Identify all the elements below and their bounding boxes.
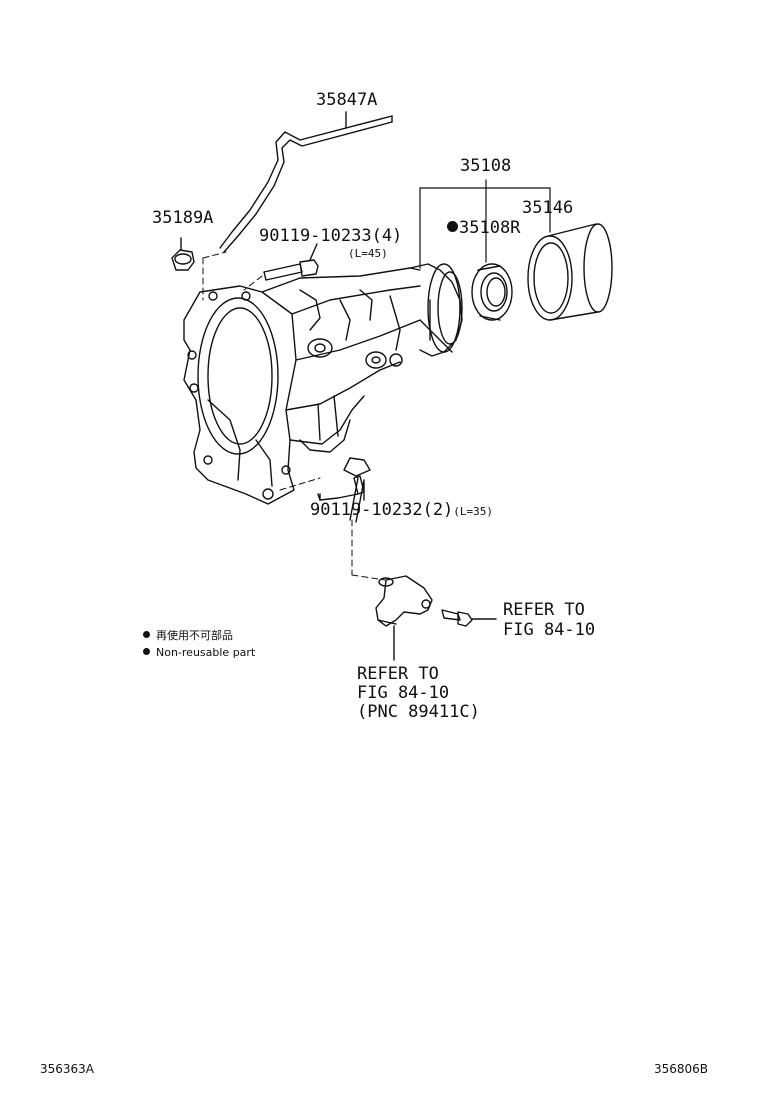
refer-bottom-line2: FIG 84-10 [357,683,450,703]
footer-right-code: 356806B [654,1062,709,1076]
label-bolt-upper-length: (L=45) [348,247,388,260]
dust-deflector-drawing [527,223,613,321]
label-35108: 35108 [460,156,512,176]
refer-right-line2: FIG 84-10 [503,620,596,640]
label-bolt-lower-length: (L=35) [453,505,494,518]
label-35108R: 35108R [459,218,521,238]
part-35108-bracket [419,179,551,269]
plug-drawing [171,249,195,271]
refer-right-line1: REFER TO [503,600,585,620]
label-bolt-lower: 90119-10232(2)(L=35) [310,502,493,519]
label-bolt-lower-number: 90119-10232(2) [310,500,454,520]
label-oil-seal: 35108R [447,220,520,237]
non-reusable-marker-icon [447,221,458,232]
legend-jp: 再使用不可部品 [143,630,233,641]
label-35189A: 35189A [152,208,214,228]
legend-en: Non-reusable part [143,647,255,658]
label-bolt-upper: 90119-10233(4) [259,226,403,246]
legend-en-text: Non-reusable part [156,646,256,659]
label-35847A: 35847A [316,90,378,110]
oil-seal-drawing [471,263,513,321]
refer-bottom-line3: (PNC 89411C) [357,702,480,722]
upper-bolt-drawing [263,259,319,281]
sensor-bolt-drawing [441,609,473,627]
extension-housing-body [183,263,463,505]
footer-left-code: 356363A [40,1062,95,1076]
speed-sensor-drawing [375,575,433,627]
legend-dot-icon [143,631,150,638]
legend-dot-icon [143,648,150,655]
refer-bottom-line1: REFER TO [357,664,439,684]
lower-bolt-drawing [317,457,371,523]
label-35146: 35146 [522,198,574,218]
breather-tube-drawing [219,115,393,253]
legend-jp-text: 再使用不可部品 [156,629,233,642]
